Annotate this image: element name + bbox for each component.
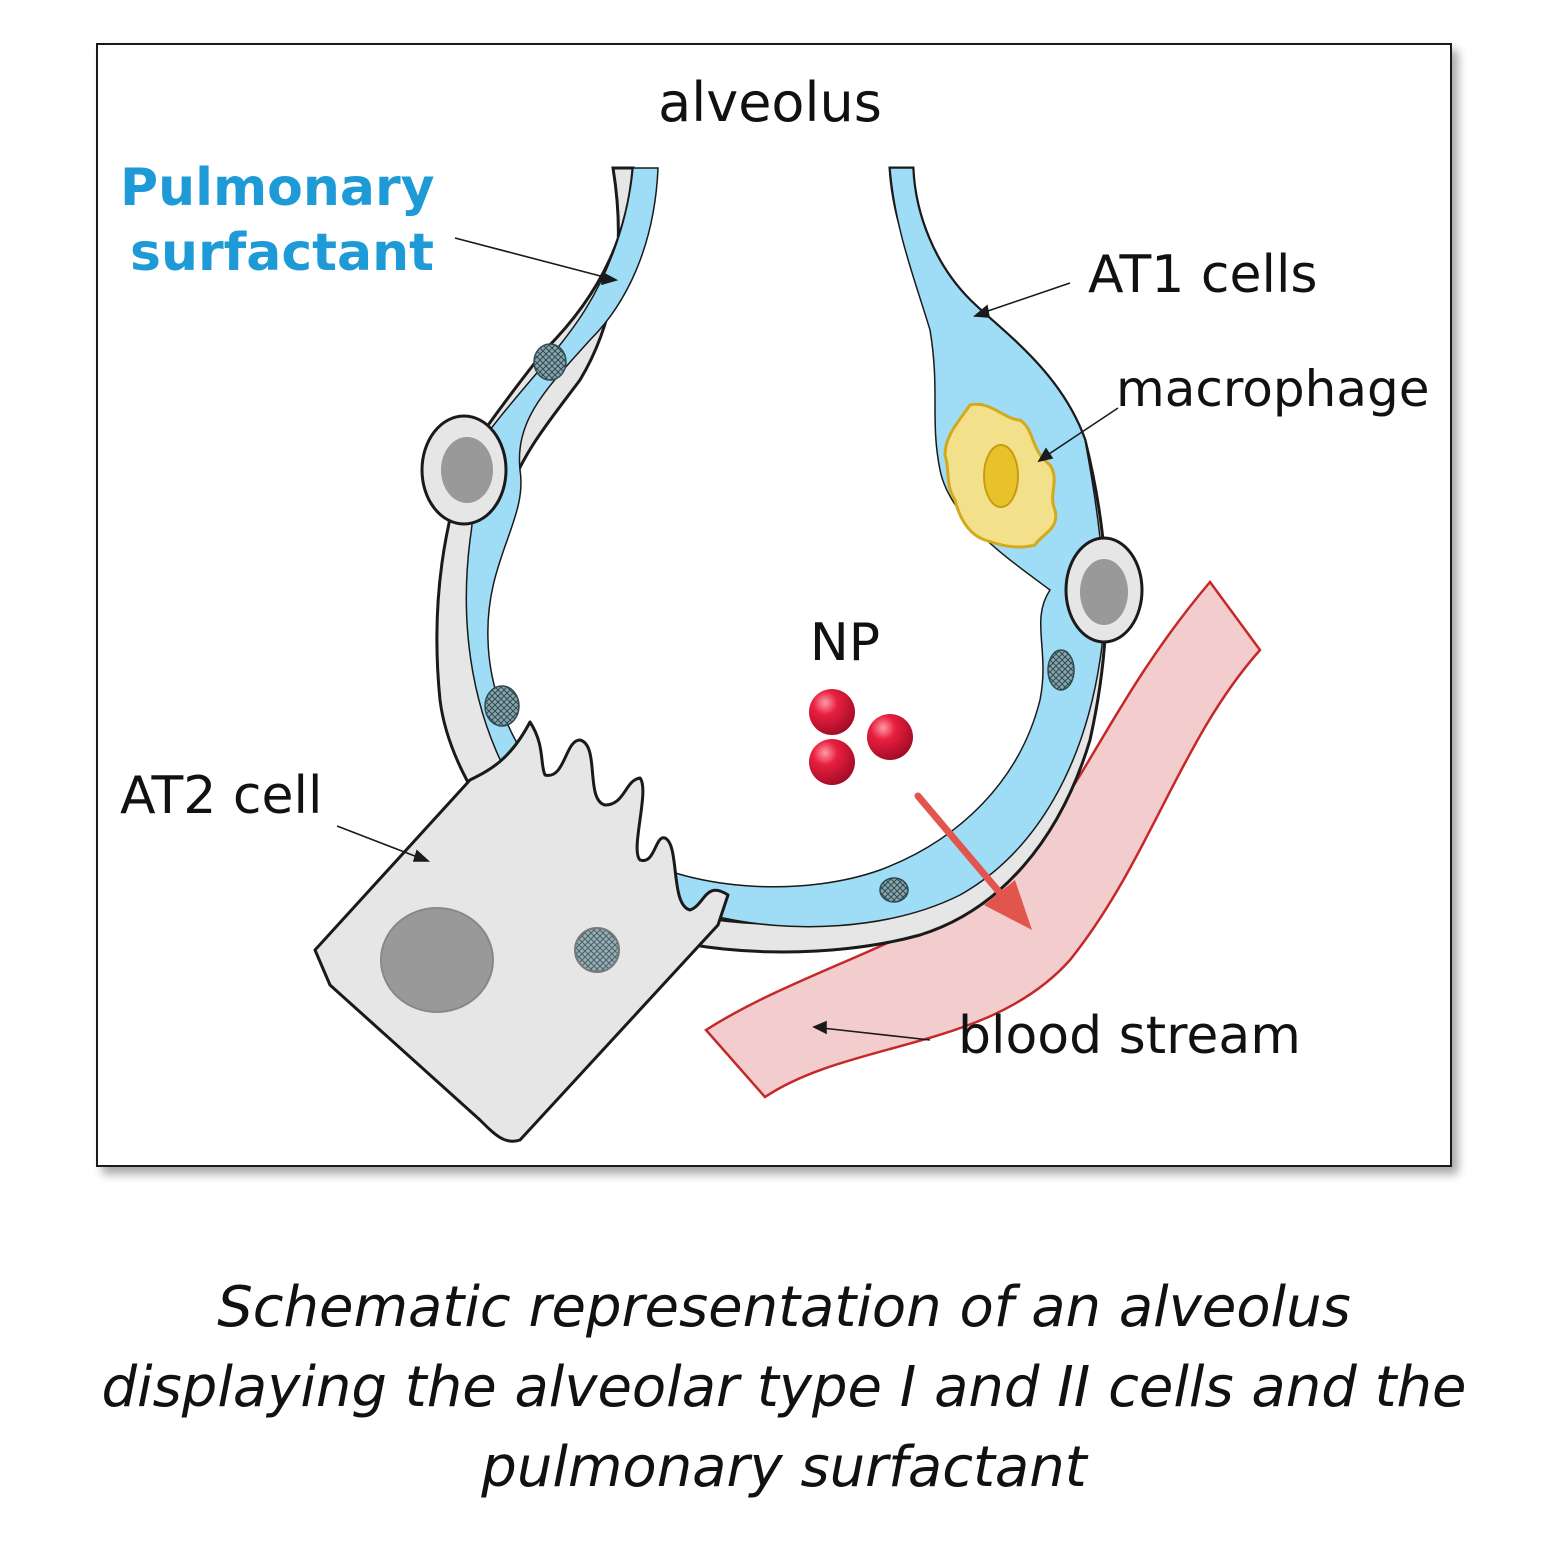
caption-line-2: displaying the alveolar type I and II ce…: [101, 1355, 1467, 1420]
nanoparticles: [809, 689, 913, 785]
label-pulmonary-surfactant-line1: Pulmonary: [120, 158, 435, 218]
macrophage-nucleus: [983, 444, 1019, 508]
caption-line-3: pulmonary surfactant: [481, 1435, 1087, 1500]
surfactant-lining: [465, 167, 1105, 928]
label-macrophage: macrophage: [1116, 360, 1429, 418]
at1-cell-left: [420, 414, 508, 526]
label-at2-cell: AT2 cell: [120, 766, 322, 826]
at1-nucleus-right: [1080, 559, 1128, 625]
at2-cell: [313, 720, 730, 1143]
label-at1-cells: AT1 cells: [1088, 245, 1317, 305]
label-np: NP: [810, 613, 880, 673]
at1-nucleus-left: [441, 437, 493, 503]
figure-caption: Schematic representation of an alveolus …: [40, 1268, 1528, 1508]
label-pulmonary-surfactant-line2: surfactant: [130, 223, 434, 283]
at2-nucleus: [380, 907, 494, 1013]
translocation-arrow: [914, 792, 1032, 930]
label-alveolus: alveolus: [658, 71, 882, 134]
nanoparticle-3: [809, 739, 855, 785]
nanoparticle-2: [867, 714, 913, 760]
at1-cell-right: [1064, 536, 1144, 644]
nanoparticle-1: [809, 689, 855, 735]
caption-line-1: Schematic representation of an alveolus: [217, 1275, 1351, 1340]
leader-lines: [336, 237, 1119, 1041]
label-blood-stream: blood stream: [958, 1006, 1301, 1066]
at2-lamellar-body: [574, 927, 620, 973]
macrophage-cell: [943, 402, 1058, 549]
